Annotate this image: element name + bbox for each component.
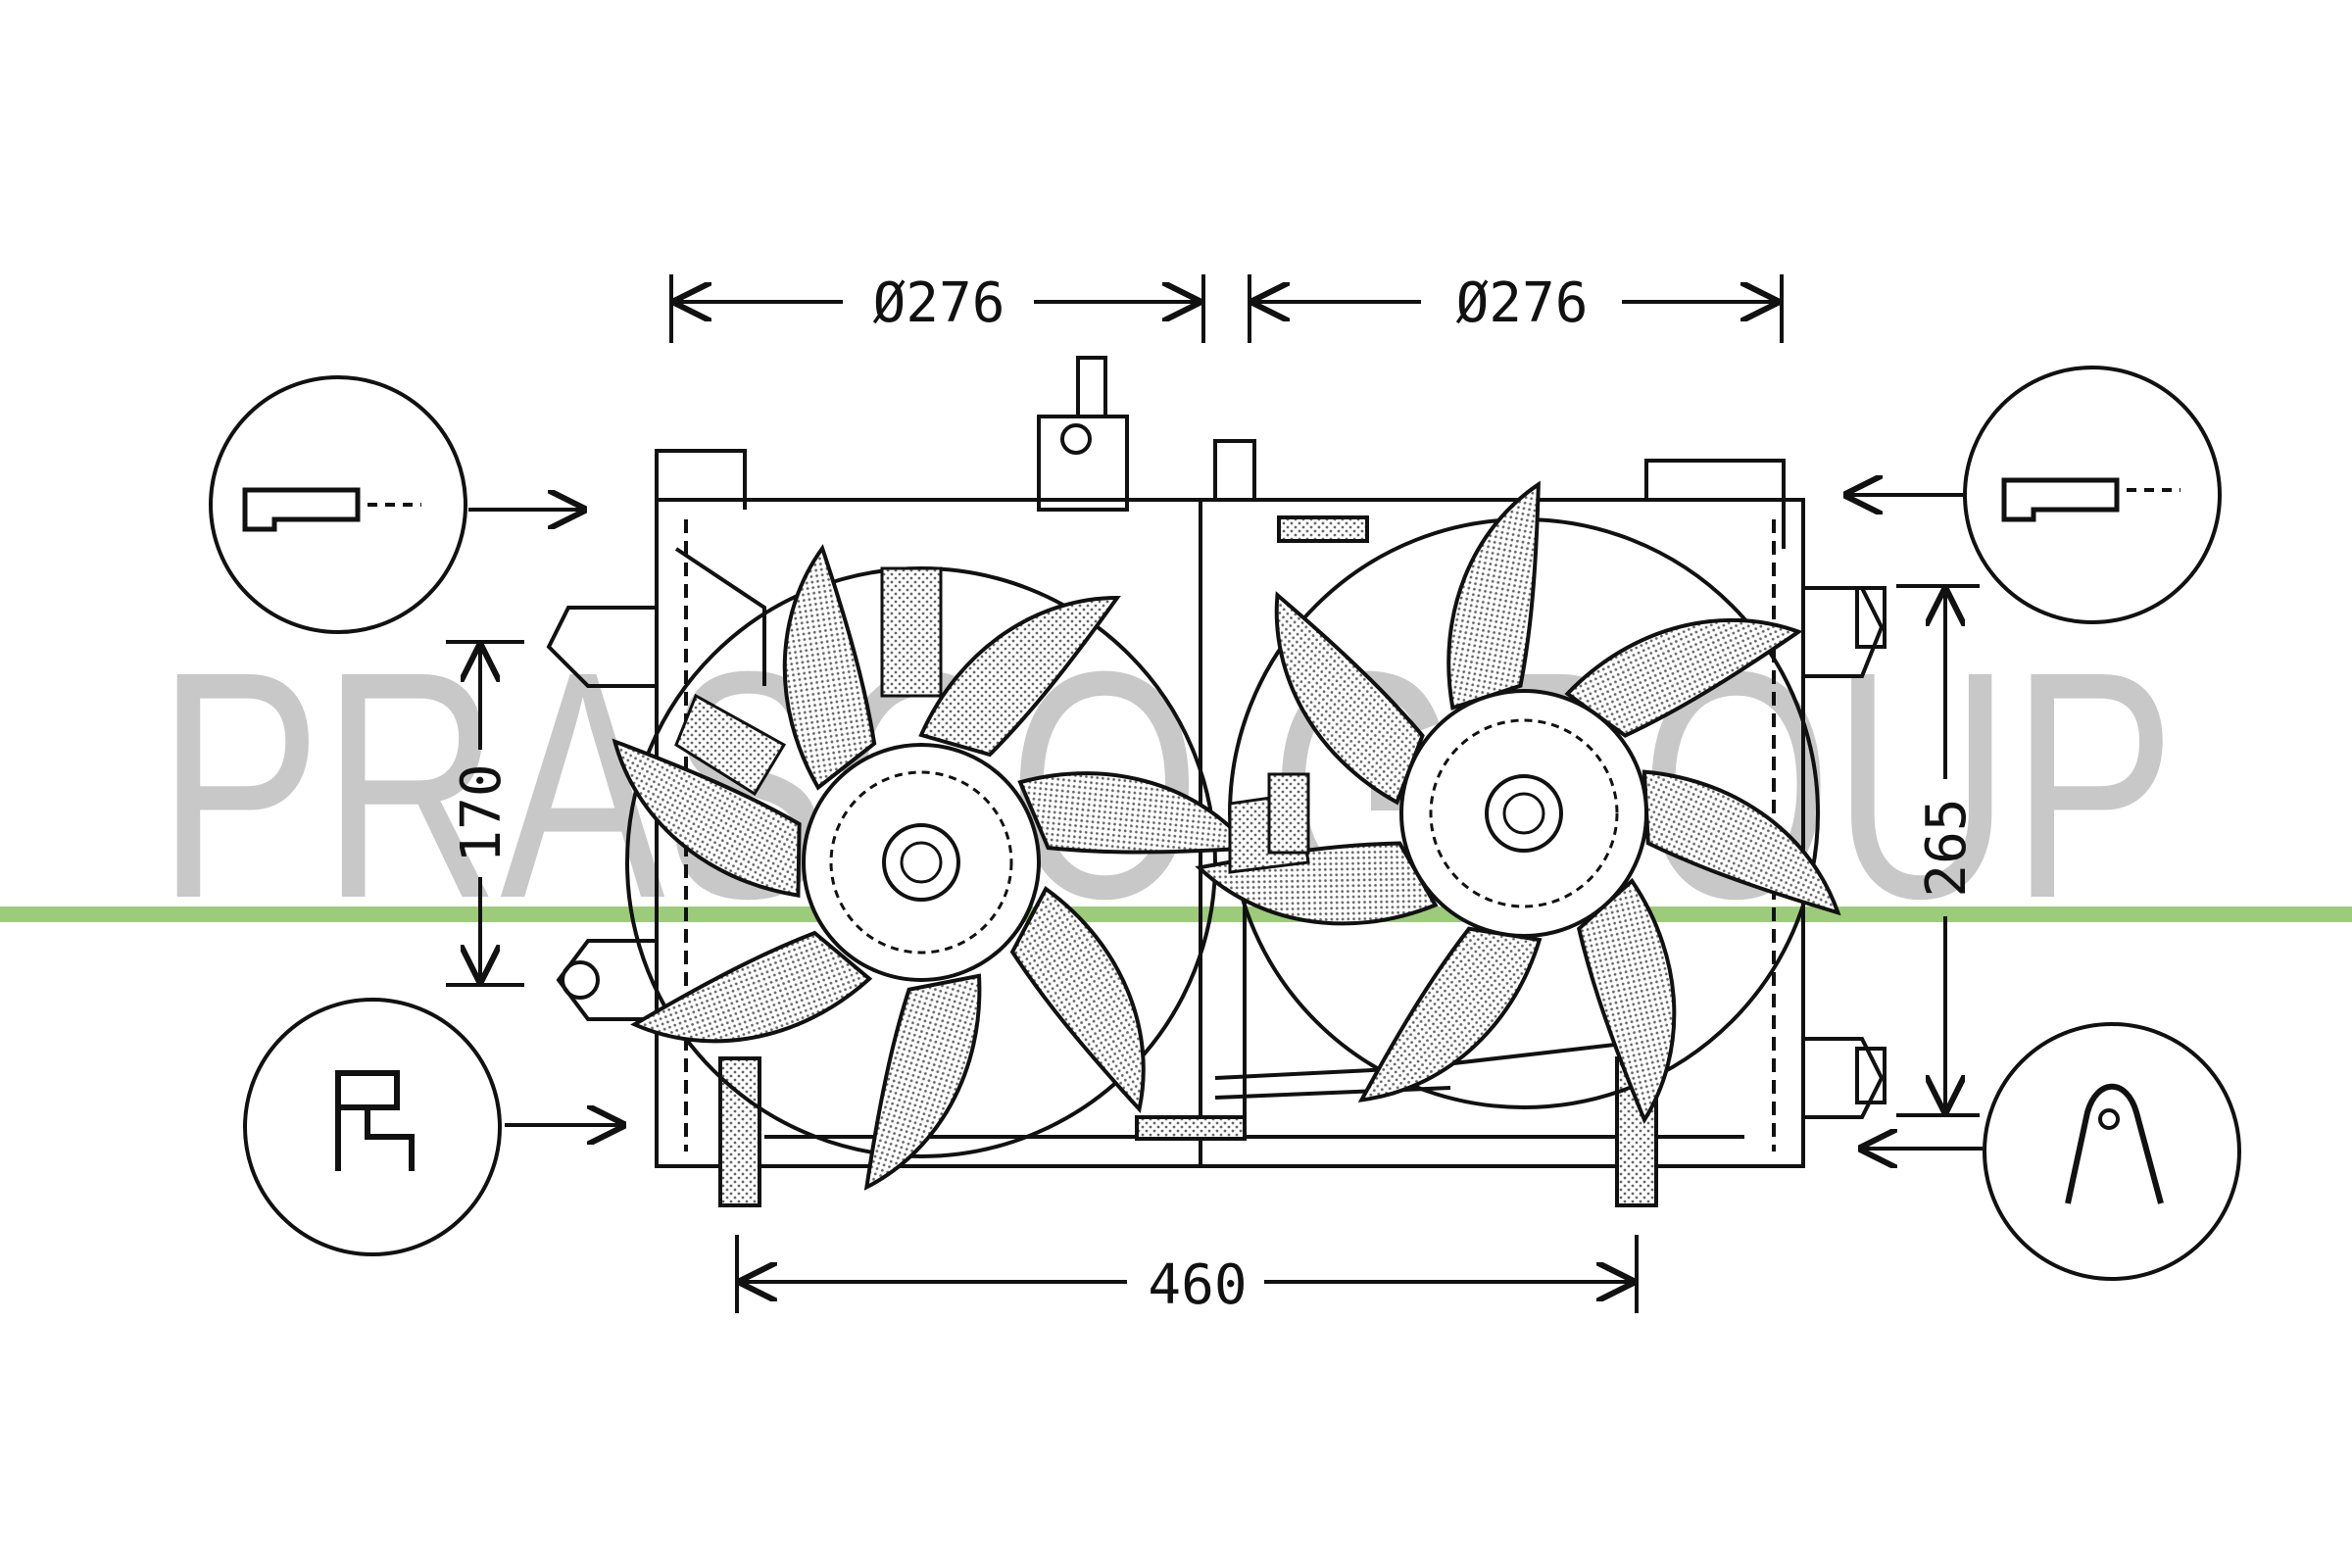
hook-connector-icon [2001, 477, 2180, 522]
bracket-plug-icon [335, 1070, 415, 1171]
callout-connector-bottom-left [243, 998, 622, 1256]
callout-connector-top-right [1847, 366, 2222, 624]
right-fan-blades [1195, 480, 1841, 1125]
right-mount-tab-bottom [1803, 1037, 1885, 1119]
dimensions [446, 274, 1980, 1313]
hook-connector-icon [242, 487, 421, 532]
right-fan [1195, 480, 1841, 1125]
mount-spacing-label: 460 [1148, 1253, 1247, 1317]
dimension-labels: Ø276 Ø276 460 170 265 [450, 271, 1979, 1317]
right-fan-diameter-label: Ø276 [1456, 271, 1589, 335]
left-fan-diameter-label: Ø276 [873, 271, 1005, 335]
left-fan-blades [612, 544, 1254, 1191]
callout-connector-top-left [209, 375, 583, 634]
left-mount-tab-bottom [556, 939, 657, 1021]
watermark-band [0, 906, 2352, 922]
left-fan [612, 544, 1254, 1191]
motor-connector-housing [1037, 415, 1129, 512]
left-fan-shaft [882, 823, 960, 902]
right-mount-height-label: 265 [1915, 798, 1979, 897]
right-mount-tab-top [1803, 586, 1885, 678]
left-mount-height-label: 170 [450, 763, 514, 862]
mounting-lug-icon [2065, 1083, 2164, 1204]
watermark: PRASCO GROUP [0, 604, 2352, 965]
right-fan-shaft [1485, 774, 1563, 853]
left-mount-tab-top [546, 606, 657, 688]
callout-connector-bottom-right [1862, 1022, 2241, 1281]
